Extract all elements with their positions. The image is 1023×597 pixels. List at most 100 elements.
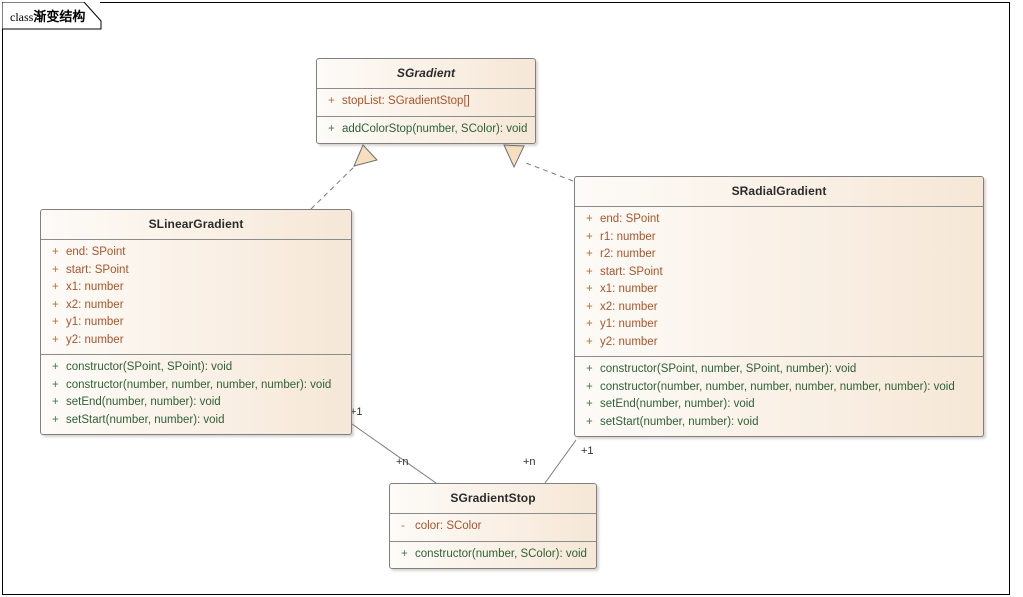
method-signature: constructor(number, SColor): void xyxy=(415,547,587,560)
visibility-marker: + xyxy=(586,318,593,330)
attribute-signature: color: SColor xyxy=(415,520,482,532)
attribute-row: + y2: number xyxy=(41,332,351,350)
visibility-marker: + xyxy=(52,396,59,408)
attribute-signature: stopList: SGradientStop[] xyxy=(342,95,470,107)
multiplicity-radial-source: +1 xyxy=(581,445,594,457)
class-title-sgradientstop: SGradientStop xyxy=(450,491,536,505)
attribute-row: + y2: number xyxy=(575,334,983,352)
hollow-triangle-arrow-radial xyxy=(503,144,525,169)
visibility-marker: + xyxy=(52,281,59,293)
association-line-linear-stop xyxy=(351,423,437,484)
visibility-marker: + xyxy=(586,265,593,278)
attribute-row: + stopList: SGradientStop[] xyxy=(317,93,535,111)
frame-tab-shape xyxy=(2,2,102,30)
diagram-frame-top-edge xyxy=(100,2,1010,3)
class-separator xyxy=(41,354,351,355)
attribute-row: + y1: number xyxy=(575,316,983,334)
method-row: + constructor(SPoint, SPoint): void xyxy=(41,359,351,377)
method-signature: constructor(number, number, number, numb… xyxy=(66,378,332,391)
visibility-marker: + xyxy=(586,283,593,295)
multiplicity-linear-source: +1 xyxy=(350,406,363,418)
realization-line-linear xyxy=(310,162,359,210)
class-separator xyxy=(41,239,351,240)
class-title-sradialgradient: SRadialGradient xyxy=(731,184,827,198)
method-row: + setStart(number, number): void xyxy=(41,412,351,430)
attribute-row: + end: SPoint xyxy=(41,244,351,262)
method-row: + setEnd(number, number): void xyxy=(575,396,983,414)
method-row: + constructor(number, SColor): void xyxy=(390,546,596,564)
diagram-frame-title: class渐变结构 xyxy=(10,6,85,25)
visibility-marker: + xyxy=(52,246,59,258)
attribute-row: + start: SPoint xyxy=(41,262,351,280)
class-separator xyxy=(390,513,596,514)
class-methods-sgradientstop: + constructor(number, SColor): void xyxy=(390,542,596,569)
visibility-marker: + xyxy=(401,547,408,560)
hollow-triangle-arrow-linear xyxy=(353,144,378,167)
class-attributes-sgradientstop: - color: SColor xyxy=(390,514,596,541)
class-box-sgradientstop[interactable]: SGradientStop - color: SColor + construc… xyxy=(389,483,597,569)
method-signature: constructor(SPoint, SPoint): void xyxy=(66,361,233,373)
visibility-marker: + xyxy=(586,398,593,410)
visibility-marker: + xyxy=(586,213,593,225)
method-row: + constructor(number, number, number, nu… xyxy=(41,377,351,395)
class-box-sradialgradient[interactable]: SRadialGradient + end: SPoint + r1: numb… xyxy=(574,176,984,437)
visibility-marker: + xyxy=(586,380,593,393)
attribute-signature: x2: number xyxy=(600,300,658,313)
method-signature: setStart(number, number): void xyxy=(600,415,759,428)
visibility-marker: + xyxy=(586,248,593,260)
visibility-marker: + xyxy=(586,415,593,428)
class-box-sgradient[interactable]: SGradient + stopList: SGradientStop[] + … xyxy=(316,58,536,144)
visibility-marker: + xyxy=(52,316,59,328)
class-title-sgradient: SGradient xyxy=(396,66,456,80)
class-methods-slineargradient: + constructor(SPoint, SPoint): void + co… xyxy=(41,355,351,434)
visibility-marker: + xyxy=(328,95,335,107)
visibility-marker: + xyxy=(586,335,593,348)
class-attributes-slineargradient: + end: SPoint + start: SPoint + x1: numb… xyxy=(41,240,351,354)
attribute-row: + y1: number xyxy=(41,314,351,332)
attribute-signature: y1: number xyxy=(66,316,124,328)
attribute-signature: x2: number xyxy=(66,298,124,311)
method-row: + constructor(number, number, number, nu… xyxy=(575,379,983,397)
visibility-marker: + xyxy=(52,413,59,426)
method-signature: addColorStop(number, SColor): void xyxy=(342,122,528,135)
method-signature: constructor(number, number, number, numb… xyxy=(600,380,955,393)
attribute-signature: x1: number xyxy=(600,283,658,295)
method-row: + addColorStop(number, SColor): void xyxy=(317,121,535,139)
class-attributes-sradialgradient: + end: SPoint + r1: number + r2: number … xyxy=(575,207,983,356)
class-attributes-sgradient: + stopList: SGradientStop[] xyxy=(317,89,535,116)
attribute-row: + end: SPoint xyxy=(575,211,983,229)
class-box-slineargradient[interactable]: SLinearGradient + end: SPoint + start: S… xyxy=(40,209,352,435)
attribute-row: + x2: number xyxy=(41,297,351,315)
realization-line-radial xyxy=(525,162,574,182)
method-signature: setEnd(number, number): void xyxy=(600,398,755,410)
method-signature: setEnd(number, number): void xyxy=(66,396,221,408)
attribute-row: + x1: number xyxy=(575,281,983,299)
class-separator xyxy=(575,206,983,207)
multiplicity-radial-target: +n xyxy=(523,456,536,468)
attribute-row: + x1: number xyxy=(41,279,351,297)
class-methods-sgradient: + addColorStop(number, SColor): void xyxy=(317,117,535,144)
relation-sradialgradient-sgradient xyxy=(503,144,574,182)
visibility-marker: + xyxy=(586,363,593,375)
visibility-marker: + xyxy=(52,361,59,373)
attribute-row: + r2: number xyxy=(575,246,983,264)
attribute-signature: y2: number xyxy=(600,335,658,348)
attribute-signature: r1: number xyxy=(600,230,656,243)
visibility-marker: + xyxy=(52,333,59,346)
class-separator xyxy=(317,88,535,89)
visibility-marker: + xyxy=(52,298,59,311)
attribute-row: + start: SPoint xyxy=(575,264,983,282)
class-methods-sradialgradient: + constructor(SPoint, number, SPoint, nu… xyxy=(575,357,983,436)
attribute-row: - color: SColor xyxy=(390,518,596,536)
class-separator xyxy=(390,540,596,542)
method-row: + setStart(number, number): void xyxy=(575,414,983,432)
attribute-signature: y2: number xyxy=(66,333,124,346)
visibility-marker: + xyxy=(52,263,59,276)
visibility-marker: + xyxy=(328,122,335,135)
attribute-signature: end: SPoint xyxy=(66,246,126,258)
attribute-row: + r1: number xyxy=(575,229,983,247)
class-title-slineargradient: SLinearGradient xyxy=(148,217,244,231)
attribute-signature: start: SPoint xyxy=(600,265,663,278)
visibility-marker: + xyxy=(586,230,593,243)
